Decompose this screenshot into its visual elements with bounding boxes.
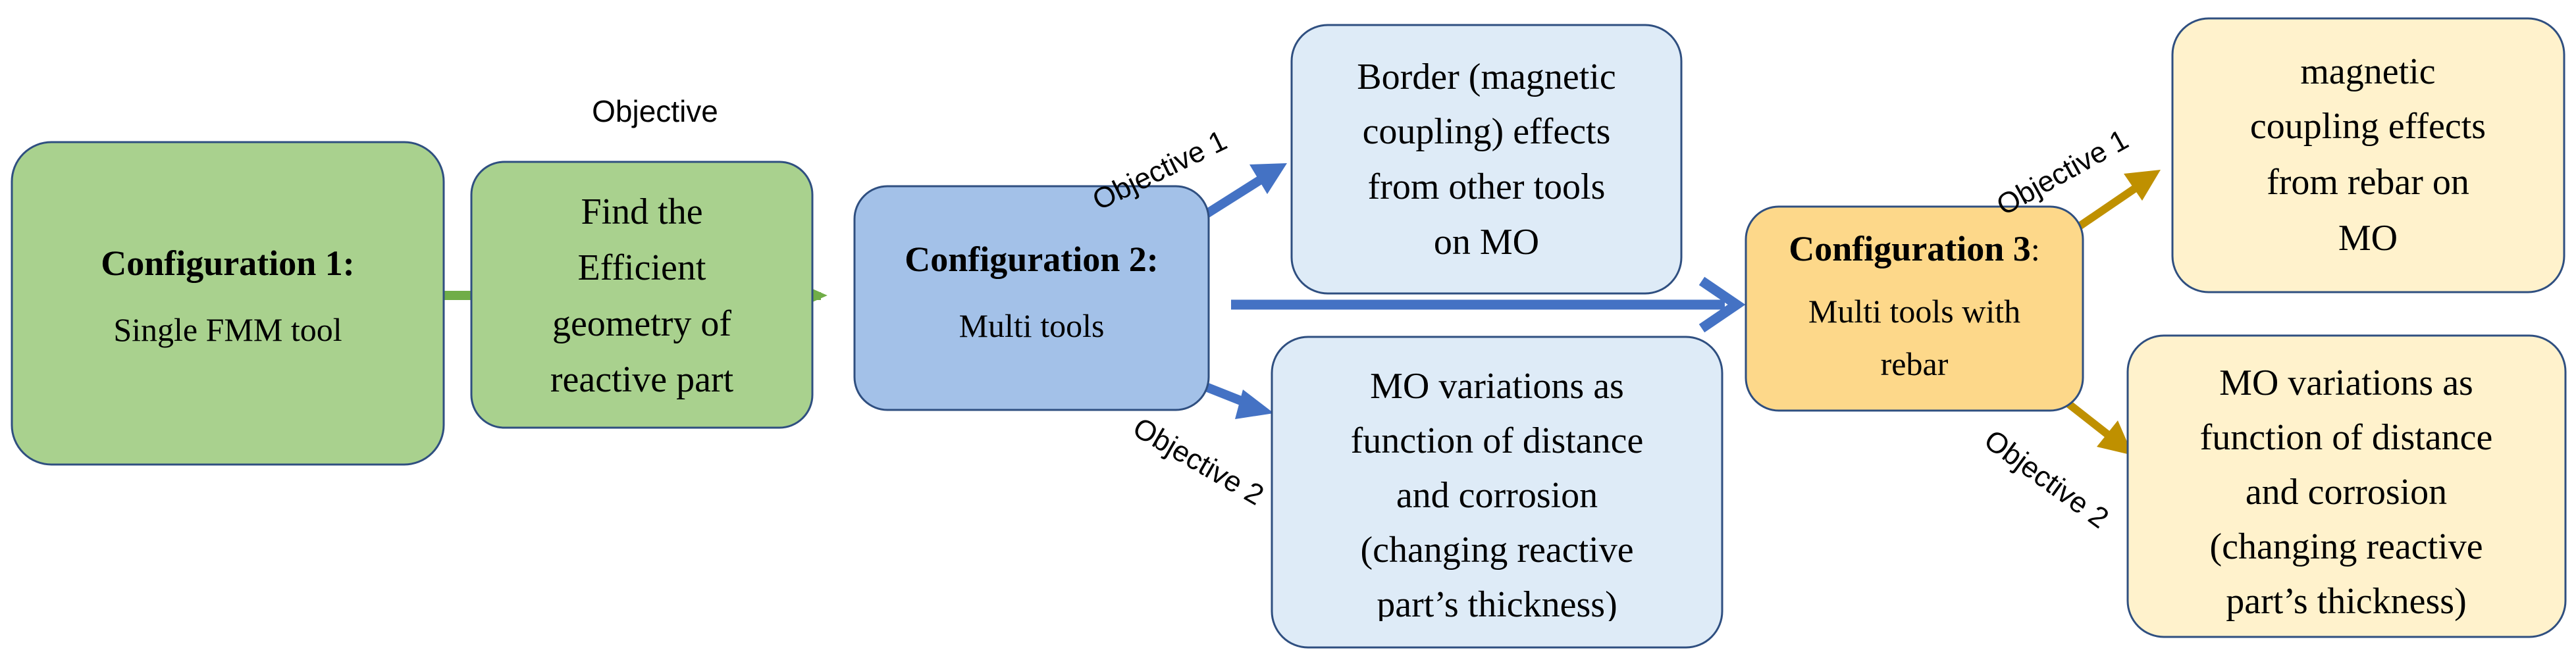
border-line-3: from other tools <box>1368 166 1606 207</box>
mo1-line-4: (changing reactive <box>1360 530 1633 570</box>
mo2-line-3: and corrosion <box>2246 472 2447 513</box>
config3-box: Configuration 3: Multi tools with rebar <box>1745 205 2084 412</box>
efficient-line-1: Find the <box>581 191 702 232</box>
config2-objective2-label: Objective 2 <box>1128 411 1269 511</box>
config3-title-colon: : <box>2031 231 2040 268</box>
efficient-line-2: Efficient <box>578 247 706 288</box>
objective-heading: Objective <box>592 94 718 128</box>
mo2-line-5: part’s thickness) <box>2226 581 2466 622</box>
mo1-line-2: function of distance <box>1351 420 1644 461</box>
config3-objective2-label: Objective 2 <box>1978 424 2115 535</box>
mo2-line-2: function of distance <box>2200 417 2493 458</box>
mo1-line-5: part’s thickness) <box>1377 584 1617 625</box>
mo2-line-4: (changing reactive <box>2209 526 2483 567</box>
arrow-config2-to-config3 <box>1231 276 1746 333</box>
config3-subtitle-line-2: rebar <box>1881 345 1949 382</box>
mo1-line-1: MO variations as <box>1370 366 1624 407</box>
border-effects-box: Border (magnetic coupling) effects from … <box>1290 24 1683 295</box>
rebar-line-1: magnetic <box>2300 51 2435 92</box>
efficient-geometry-box: Find the Efficient geometry of reactive … <box>470 161 814 429</box>
border-line-1: Border (magnetic <box>1357 57 1616 97</box>
efficient-line-4: reactive part <box>550 359 734 400</box>
rebar-line-4: MO <box>2338 218 2398 259</box>
connector-config1-to-efficient <box>442 291 473 300</box>
mo-variations-box-1: MO variations as function of distance an… <box>1271 336 1723 649</box>
efficient-line-3: geometry of <box>552 303 731 344</box>
border-line-2: coupling) effects <box>1363 111 1611 152</box>
config2-title: Configuration 2: <box>905 240 1159 279</box>
mo-variations-box-2: MO variations as function of distance an… <box>2126 334 2567 638</box>
mo1-line-3: and corrosion <box>1396 475 1598 516</box>
rebar-line-3: from rebar on <box>2267 162 2469 203</box>
border-line-4: on MO <box>1434 222 1539 263</box>
rebar-line-2: coupling effects <box>2250 106 2486 147</box>
config1-subtitle: Single FMM tool <box>113 311 342 348</box>
arrow-config2-objective2 <box>1204 382 1274 419</box>
config3-title: Configuration 3: <box>1789 229 2039 268</box>
arrow-config3-objective1 <box>2076 170 2161 230</box>
config2-subtitle: Multi tools <box>959 307 1105 344</box>
config1-box: Configuration 1: Single FMM tool <box>11 141 445 466</box>
config3-title-bold: Configuration 3 <box>1789 229 2031 268</box>
rebar-coupling-box: magnetic coupling effects from rebar on … <box>2171 17 2565 293</box>
config2-box: Configuration 2: Multi tools <box>853 185 1210 411</box>
mo2-line-1: MO variations as <box>2219 363 2473 403</box>
arrow-config2-objective1 <box>1201 163 1287 220</box>
arrow-config3-objective2 <box>2064 399 2133 455</box>
config1-title: Configuration 1: <box>101 243 355 283</box>
config3-subtitle-line-1: Multi tools with <box>1808 293 2020 330</box>
